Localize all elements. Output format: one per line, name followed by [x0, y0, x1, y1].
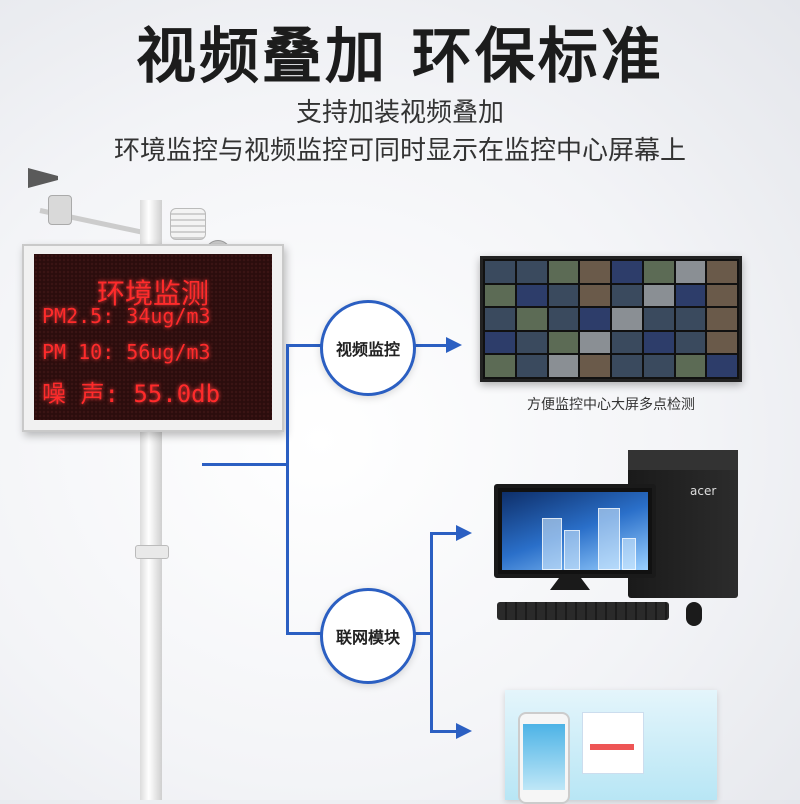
sensor-icon	[48, 195, 72, 225]
login-panel	[582, 712, 644, 774]
connector-line	[430, 532, 433, 732]
led-pm25: PM2.5: 34ug/m3	[42, 304, 211, 328]
mouse-icon	[686, 602, 702, 626]
led-pm10: PM 10: 56ug/m3	[42, 340, 211, 364]
arrow-icon	[456, 723, 472, 739]
video-wall-caption: 方便监控中心大屏多点检测	[527, 397, 695, 413]
monitor-icon	[494, 484, 656, 578]
monitor-screen	[502, 492, 648, 570]
connector-line	[414, 344, 448, 347]
phone-icon	[518, 712, 570, 804]
keyboard-icon	[497, 602, 669, 620]
panel-bar	[590, 744, 634, 750]
arrow-icon	[456, 525, 472, 541]
led-display-board: 环境监测 PM2.5: 34ug/m3 PM 10: 56ug/m3 噪 声: …	[22, 244, 284, 432]
led-title: 环境监测	[96, 277, 209, 310]
subtitle-line-1: 支持加装视频叠加	[295, 98, 504, 128]
connector-line	[430, 532, 458, 535]
connector-line	[286, 632, 321, 635]
led-noise: 噪 声: 55.0db	[42, 380, 221, 408]
connector-line	[414, 632, 432, 635]
tower-top	[628, 450, 738, 470]
video-wall	[480, 256, 742, 382]
video-monitor-node: 视频监控	[320, 300, 416, 396]
pc-brand: acer	[690, 484, 717, 498]
connector-line	[286, 344, 321, 347]
connector-line	[202, 463, 288, 466]
louver-sensor-icon	[170, 208, 206, 240]
pole-clamp	[135, 545, 169, 559]
network-module-node: 联网模块	[320, 588, 416, 684]
weather-vane-icon	[28, 168, 58, 188]
arrow-icon	[446, 337, 462, 353]
page-title: 视频叠加 环保标准	[136, 22, 664, 92]
connector-line	[430, 730, 458, 733]
connector-line	[286, 344, 289, 634]
led-screen: 环境监测 PM2.5: 34ug/m3 PM 10: 56ug/m3 噪 声: …	[34, 254, 272, 420]
monitor-stand	[550, 574, 590, 590]
subtitle-line-2: 环境监控与视频监控可同时显示在监控中心屏幕上	[113, 136, 686, 166]
